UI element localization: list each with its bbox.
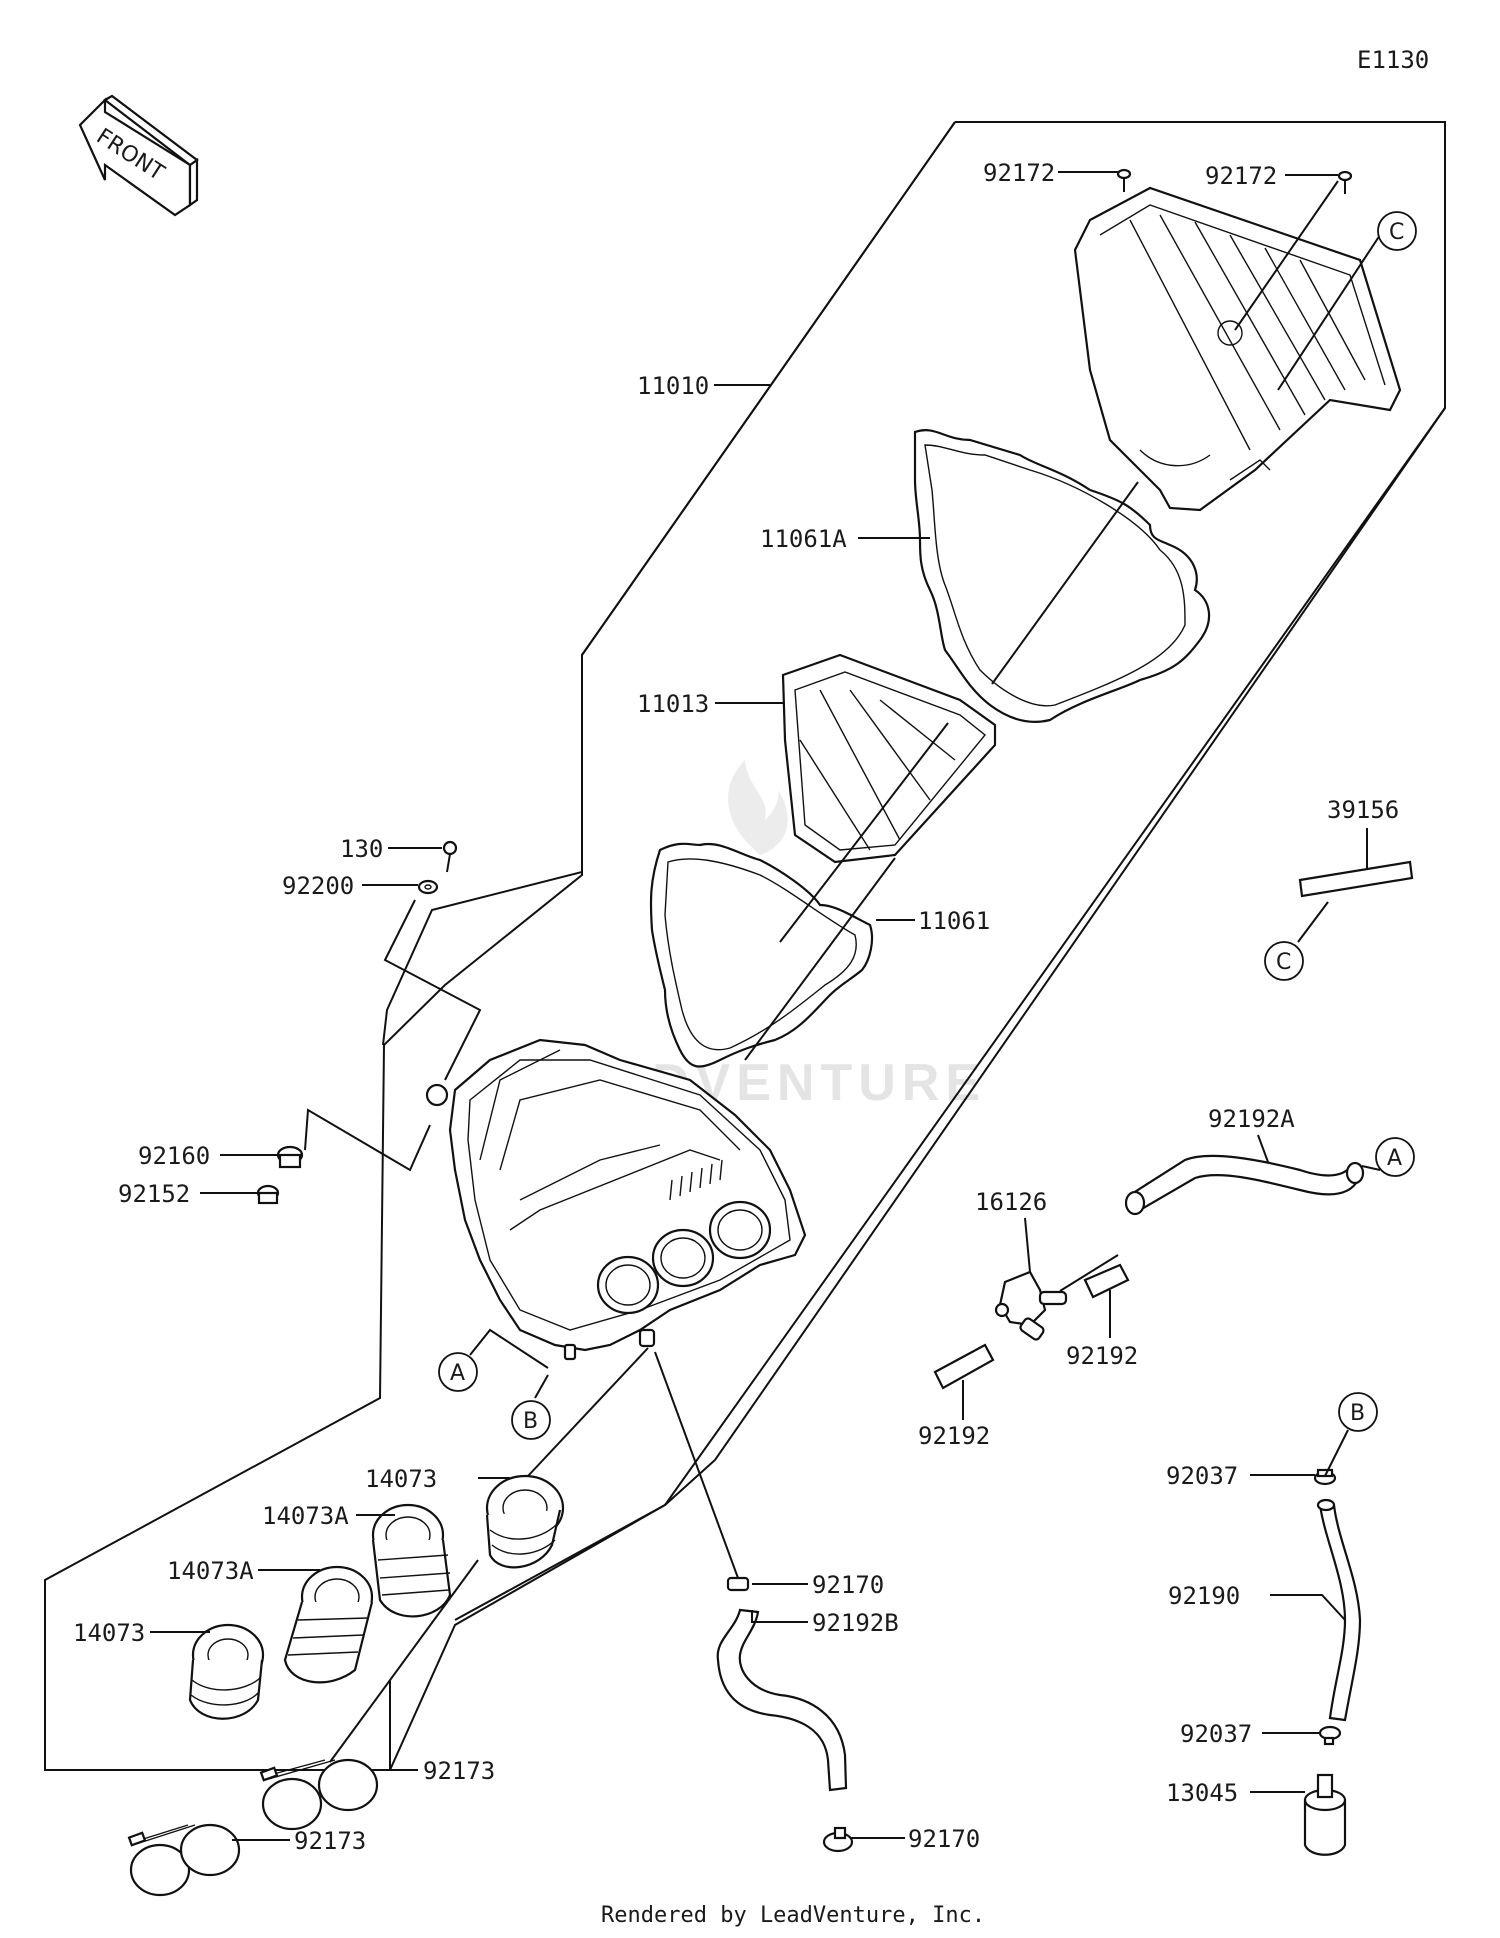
clip-92170-bottom <box>822 1826 854 1853</box>
ref-bubble-b-right: B <box>1338 1392 1378 1432</box>
label-16126: 16126 <box>975 1188 1047 1216</box>
label-92172-b: 92172 <box>1205 162 1277 190</box>
clamp-92173-a <box>259 1758 379 1831</box>
gasket-11061 <box>649 842 874 1068</box>
label-11061a: 11061A <box>760 525 847 553</box>
label-92170-bottom: 92170 <box>908 1825 980 1853</box>
label-92192a: 92192A <box>1208 1105 1295 1133</box>
gasket-11061a <box>913 429 1211 723</box>
label-11061: 11061 <box>918 907 990 935</box>
label-92160: 92160 <box>138 1142 210 1170</box>
bolt-92172-a <box>1116 168 1132 192</box>
svg-text:C: C <box>1276 950 1291 975</box>
duct-14073-bottom <box>188 1623 265 1720</box>
hose-92192b <box>716 1608 848 1792</box>
front-arrow: FRONT <box>78 94 199 217</box>
airbox-housing <box>425 1038 807 1361</box>
label-92190: 92190 <box>1168 1582 1240 1610</box>
label-14073a-1: 14073A <box>262 1502 349 1530</box>
valve-16126 <box>994 1270 1068 1341</box>
clamp-92173-b <box>127 1823 241 1897</box>
duct-14073a-1 <box>371 1503 452 1618</box>
ref-bubble-c-bottom: C <box>1264 941 1304 981</box>
label-92037-top: 92037 <box>1166 1462 1238 1490</box>
svg-text:A: A <box>1387 1146 1402 1171</box>
label-92172-a: 92172 <box>983 159 1055 187</box>
label-39156: 39156 <box>1327 796 1399 824</box>
label-92173-b: 92173 <box>294 1827 366 1855</box>
duct-14073-top <box>485 1474 565 1569</box>
duct-14073a-2 <box>283 1565 374 1684</box>
label-92200: 92200 <box>282 872 354 900</box>
bolt-92172-b <box>1337 170 1353 194</box>
label-14073a-2: 14073A <box>167 1557 254 1585</box>
svg-text:A: A <box>450 1361 465 1386</box>
label-92170-top: 92170 <box>812 1571 884 1599</box>
clip-92037-bottom <box>1318 1725 1342 1746</box>
filter-element-11013 <box>781 653 997 864</box>
ref-bubble-a-right: A <box>1375 1137 1415 1177</box>
footer-credit: Rendered by LeadVenture, Inc. <box>601 1903 985 1928</box>
bolt-130 <box>442 840 458 873</box>
label-14073-bottom: 14073 <box>73 1619 145 1647</box>
diagram-code: E1130 <box>1357 46 1429 74</box>
washer-92200 <box>417 879 439 895</box>
svg-text:C: C <box>1389 220 1404 245</box>
grommet-92160 <box>276 1145 304 1169</box>
ref-bubble-b-left: B <box>511 1400 551 1440</box>
clip-92037-top <box>1313 1468 1337 1486</box>
hose-92192a <box>1128 1154 1360 1212</box>
label-92173-a: 92173 <box>423 1757 495 1785</box>
label-92192-right: 92192 <box>1066 1342 1138 1370</box>
hose-92192-right <box>1083 1263 1130 1299</box>
label-11013: 11013 <box>637 690 709 718</box>
label-130: 130 <box>340 835 383 863</box>
strip-39156 <box>1298 860 1414 898</box>
collar-92152 <box>256 1184 280 1205</box>
label-14073-top: 14073 <box>365 1465 437 1493</box>
label-92192-left: 92192 <box>918 1422 990 1450</box>
ref-bubble-c-top: C <box>1377 211 1417 251</box>
label-13045: 13045 <box>1166 1779 1238 1807</box>
svg-text:B: B <box>523 1409 538 1434</box>
assembly-outline-11010 <box>44 121 1446 1771</box>
ref-bubble-a-left: A <box>438 1352 478 1392</box>
svg-text:B: B <box>1350 1401 1365 1426</box>
label-11010: 11010 <box>637 372 709 400</box>
leader-lines <box>150 171 1381 1841</box>
label-92037-bottom: 92037 <box>1180 1720 1252 1748</box>
cap-13045 <box>1303 1773 1347 1856</box>
label-92152: 92152 <box>118 1180 190 1208</box>
hose-92190 <box>1318 1503 1362 1722</box>
air-cleaner-cover <box>1073 186 1402 512</box>
hose-92192-left <box>933 1343 995 1390</box>
label-92192b: 92192B <box>812 1609 899 1637</box>
clip-92170-top <box>726 1576 750 1592</box>
